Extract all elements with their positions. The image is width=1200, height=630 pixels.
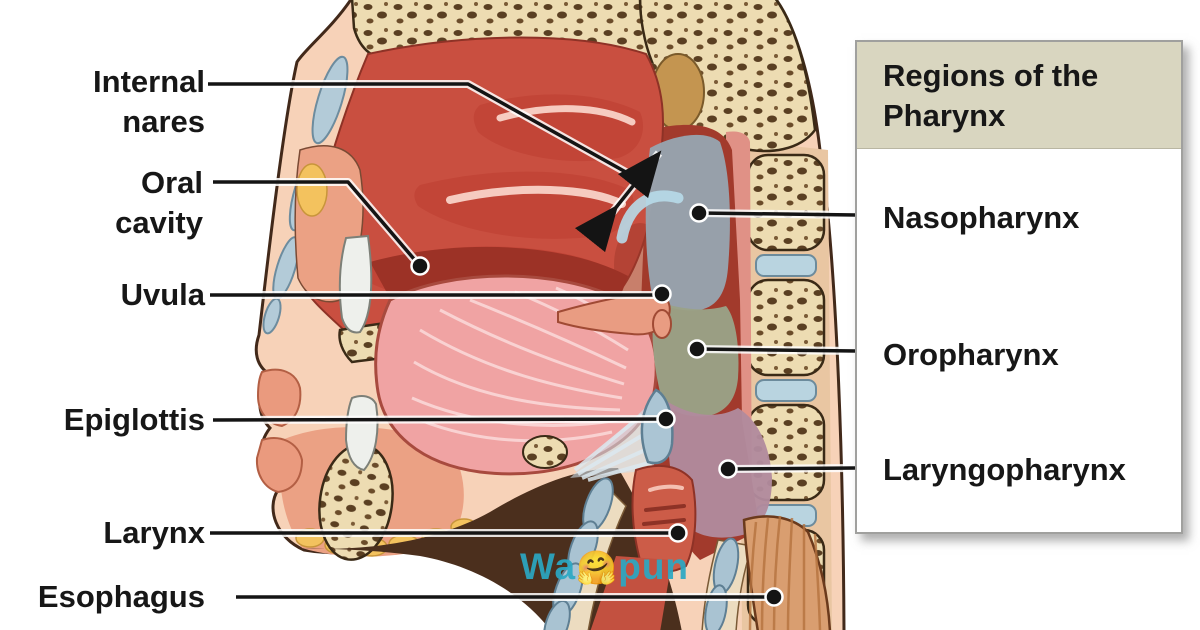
label-internal-nares: Internal nares: [93, 64, 205, 139]
label-larynx: Larynx: [103, 515, 205, 550]
regions-panel: Regions of the Pharynx Nasopharynx Oroph…: [855, 40, 1183, 534]
watermark-emoji-icon: 🤗: [576, 549, 619, 586]
teeth: [338, 234, 379, 472]
lips: [255, 368, 304, 494]
watermark: Wa🤗pun: [520, 546, 689, 588]
label-oral-cavity: Oral cavity: [115, 165, 203, 240]
leader-lines: [208, 80, 857, 607]
regions-panel-title: Regions of the Pharynx: [857, 42, 1181, 149]
label-esophagus: Esophagus: [37, 579, 205, 614]
watermark-prefix: Wa: [520, 546, 577, 587]
label-uvula: Uvula: [120, 277, 205, 312]
label-nasopharynx: Nasopharynx: [883, 200, 1080, 235]
label-oropharynx: Oropharynx: [883, 337, 1059, 372]
epiglottis-cartilage: [522, 388, 674, 482]
watermark-suffix: pun: [618, 546, 690, 587]
label-laryngopharynx: Laryngopharynx: [883, 452, 1126, 487]
nasopharynx-region: [645, 134, 730, 311]
internal-nares-double-arrow: [574, 150, 662, 253]
label-epiglottis: Epiglottis: [63, 402, 205, 437]
